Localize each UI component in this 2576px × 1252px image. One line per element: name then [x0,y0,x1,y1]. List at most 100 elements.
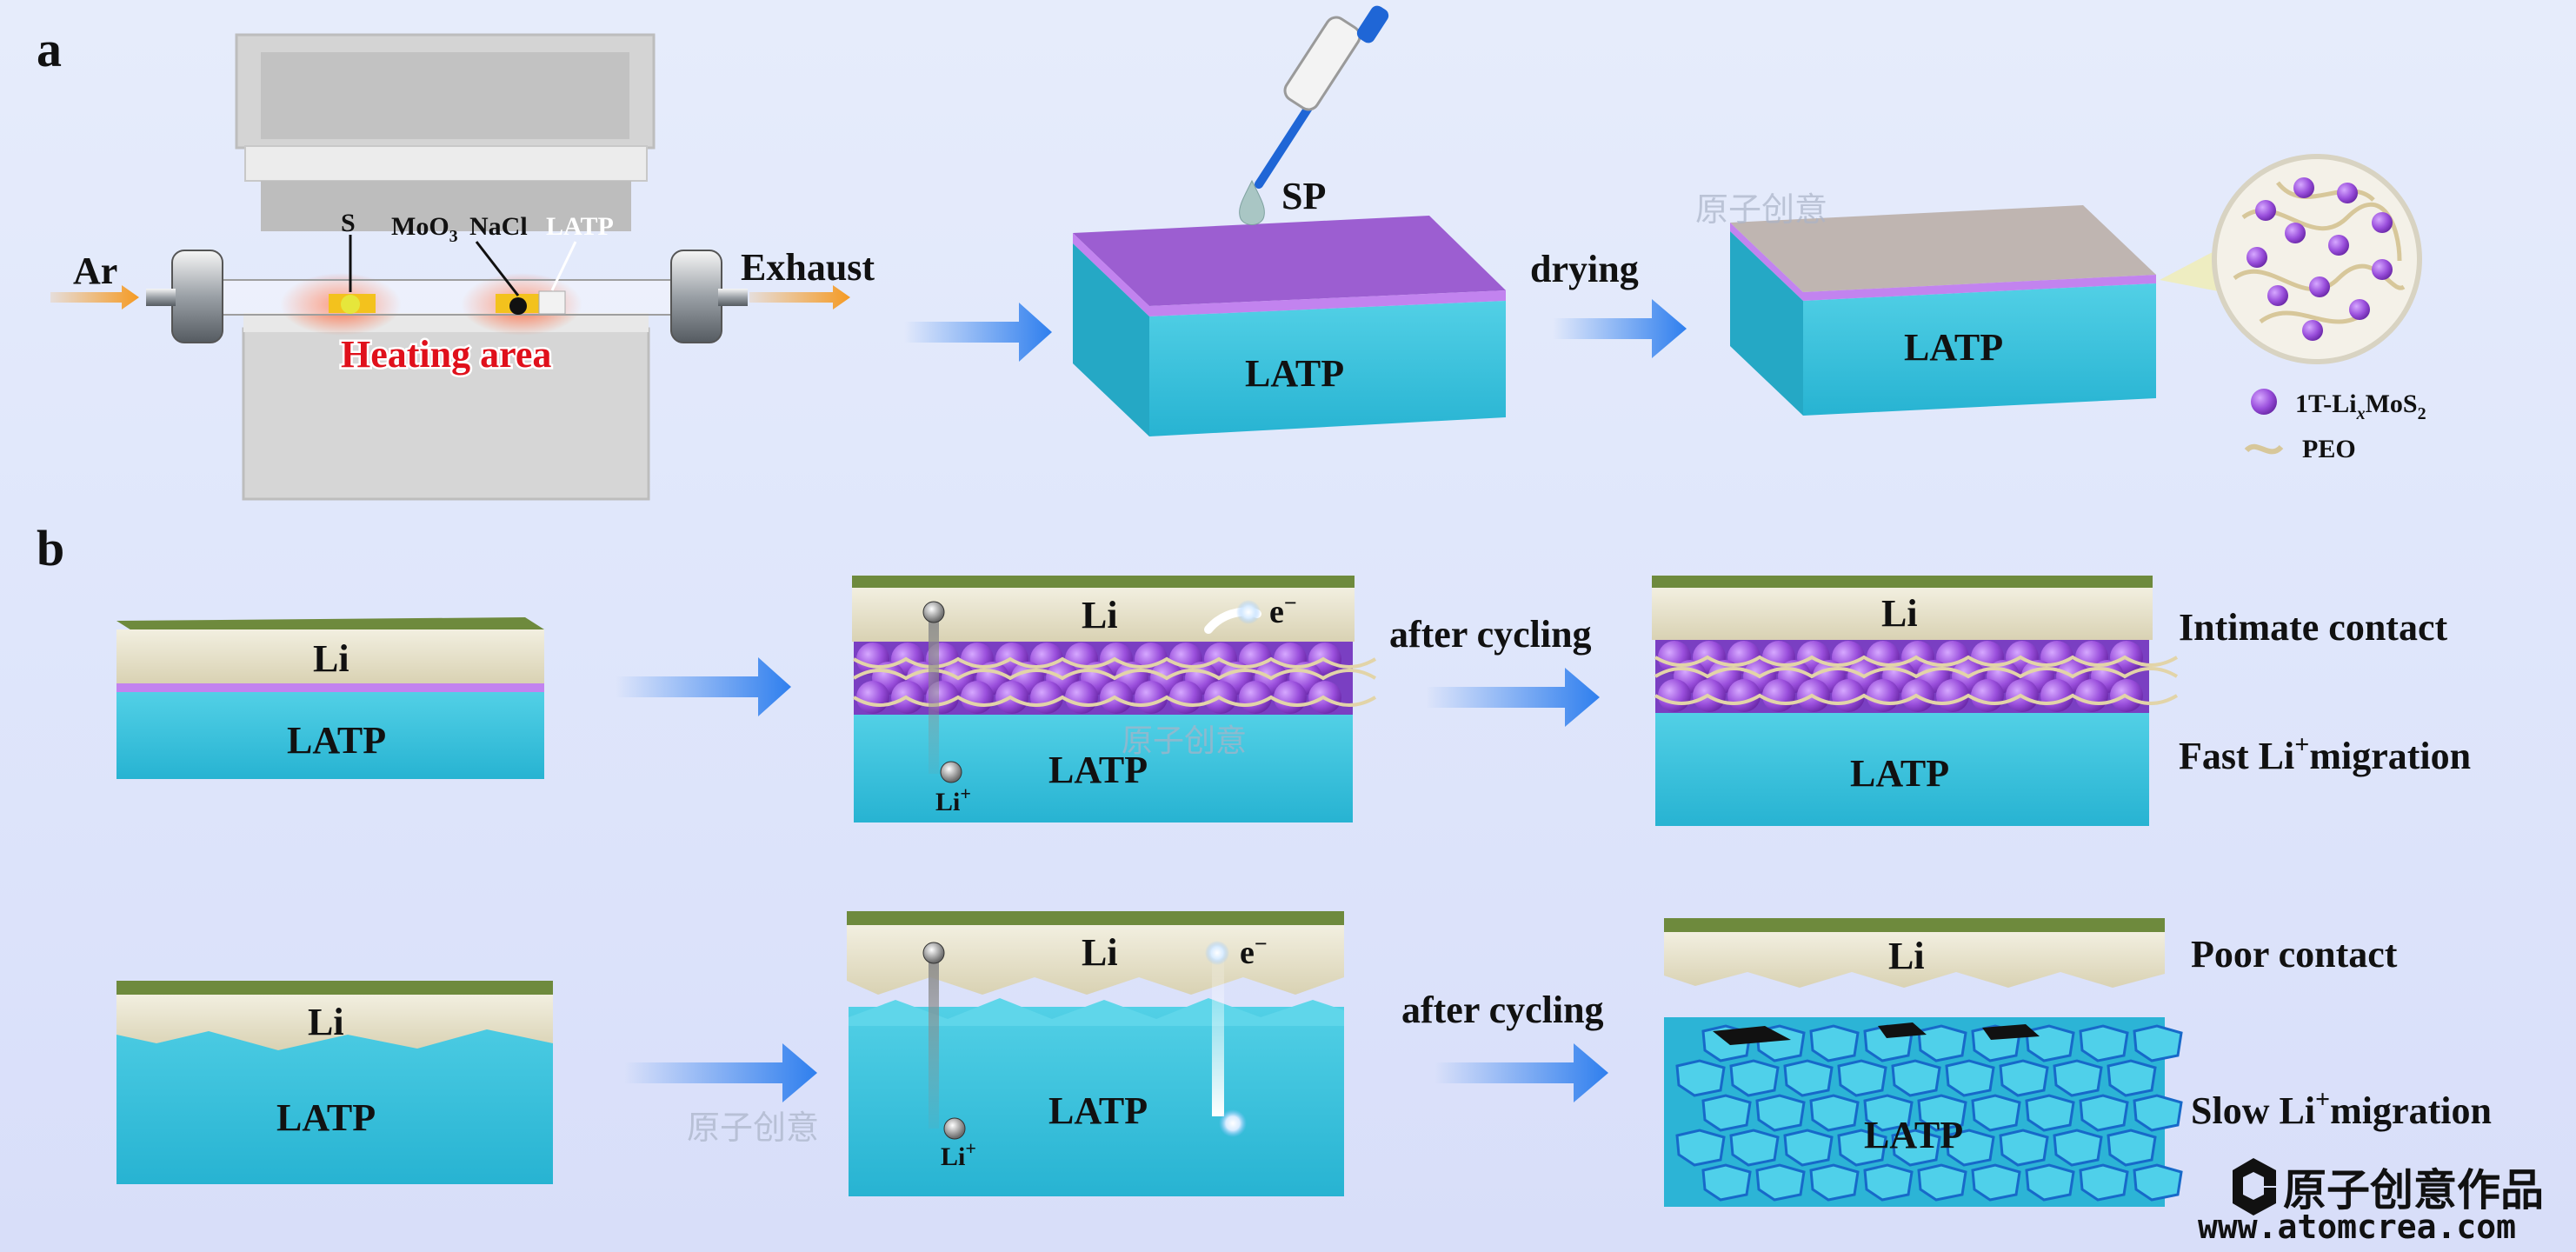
latp-pointer [550,241,577,291]
row2-li-layer [116,995,553,1050]
tube-flange-right [670,250,722,343]
particle [1936,679,1969,712]
crack-cell [2133,1024,2183,1062]
row2-li-label: Li [308,1001,344,1043]
row2-void-1 [1713,1026,1791,1045]
row2-after-li-top [1664,918,2165,932]
watermark-small-b1: 原子创意 [1122,723,1247,759]
crack-cell [1917,1094,1967,1132]
particle [1030,681,1063,714]
drying-label: drying [1530,248,1639,290]
particle [2372,259,2393,280]
peo-fiber [2233,263,2406,292]
particle [1971,679,2004,712]
crack-cell [1863,1094,1914,1132]
particle [2309,276,2330,297]
crack-cell [1971,1094,2021,1132]
particle [1239,681,1272,714]
furnace-upper-shelf [244,145,648,182]
crack-cell [1945,1059,1995,1097]
exhaust-label: Exhaust [741,246,875,289]
furnace-lid-inner [261,52,629,139]
moo3-nacl-source [509,297,527,315]
particle [2285,223,2306,243]
peo-fiber [852,669,1377,681]
crack-cell [1891,1059,1941,1097]
crack-cell [1675,1059,1726,1097]
row1-cell: Li e− LATP Li+ [852,576,1377,822]
tube-flange-left [171,250,223,343]
row1-coating-strip [116,683,544,692]
crack-cell [1701,1163,1752,1202]
row2-cell-li-label: Li [1082,931,1118,974]
row2-after-latp-label: LATP [1864,1114,1963,1156]
droplet [1239,179,1265,225]
flow-arrow-1 [904,303,1052,362]
watermark-small-a: 原子创意 [1695,190,1827,229]
flow-arrow-row1 [616,657,791,716]
row2-latp-label: LATP [276,1096,376,1139]
particle [2267,285,2288,306]
particle [1274,681,1307,714]
heating-area-label: Heating area [341,333,551,376]
row2-step-label: after cycling [1401,989,1604,1031]
row1-li-ion-bottom [940,761,962,783]
crack-cell [1945,1129,1995,1167]
quartz-tube [201,279,693,316]
pipette-plunger [1356,5,1389,43]
row1-cell-li-top [852,576,1355,588]
crack-cell [1891,1129,1941,1167]
coating-edge [1073,233,1506,316]
crack-cell [2079,1163,2129,1202]
row2-after-cell: Li LATP [1664,918,2183,1207]
watermark-small-b2: 原子创意 [687,1109,819,1147]
particle [2349,299,2370,320]
particle [1658,679,1691,712]
particle [2293,177,2314,198]
crack-cell [1729,1059,1780,1097]
brand-name: 原子创意作品 [2283,1165,2544,1215]
peo-fiber [2276,181,2375,202]
crack-cell [1863,1163,1914,1202]
crack-cell [1729,1129,1780,1167]
crack-cell [1837,1059,1887,1097]
latp-label-dried: LATP [1904,326,2003,369]
row2-electron-label: e− [1240,931,1268,971]
latp-front-face [1149,301,1506,436]
row2-electron-beam [1212,960,1224,1116]
moo3-pointer [475,241,520,296]
particle-cluster [2247,177,2393,341]
row1-step-label: after cycling [1389,613,1592,656]
row2-ion-label: Li+ [941,1137,976,1171]
crack-cell [2107,1059,2157,1097]
particle [1832,679,1865,712]
flow-arrow-row2-cycling [1434,1043,1608,1102]
latp-substrate-in-tube [538,290,566,315]
ar-label: Ar [73,250,117,292]
row2-after-li [1664,932,2165,988]
crack-cell [2053,1059,2103,1097]
particle [961,681,994,714]
legend-particle-label: 1T-LixMoS2 [2295,390,2426,423]
crack-cell [2079,1024,2129,1062]
particle [1065,681,1098,714]
row1-after-latp-label: LATP [1850,752,1949,795]
row1-latp-label: LATP [287,719,386,762]
row1-after-li-label: Li [1881,592,1918,635]
particle [856,681,889,714]
particle [2372,212,2393,233]
crack-cell [1999,1059,2049,1097]
sulfur-source [341,295,360,314]
row1-li-front [116,629,544,683]
row1-after-latp [1655,713,2149,826]
crack-cell [1783,1059,1834,1097]
legend-peo-icon [2244,443,2284,455]
row1-after-li-top [1652,576,2153,588]
row2-crack-network [1675,1024,2183,1202]
nacl-label: NaCl [469,212,528,241]
furnace-lower-body [242,327,650,501]
row1-cell-latp-label: LATP [1048,749,1148,791]
row1-after-cell: Li LATP [1652,576,2179,826]
row2-cell: Li e− LATP Li+ [847,911,1344,1196]
crack-cell [2133,1163,2183,1202]
